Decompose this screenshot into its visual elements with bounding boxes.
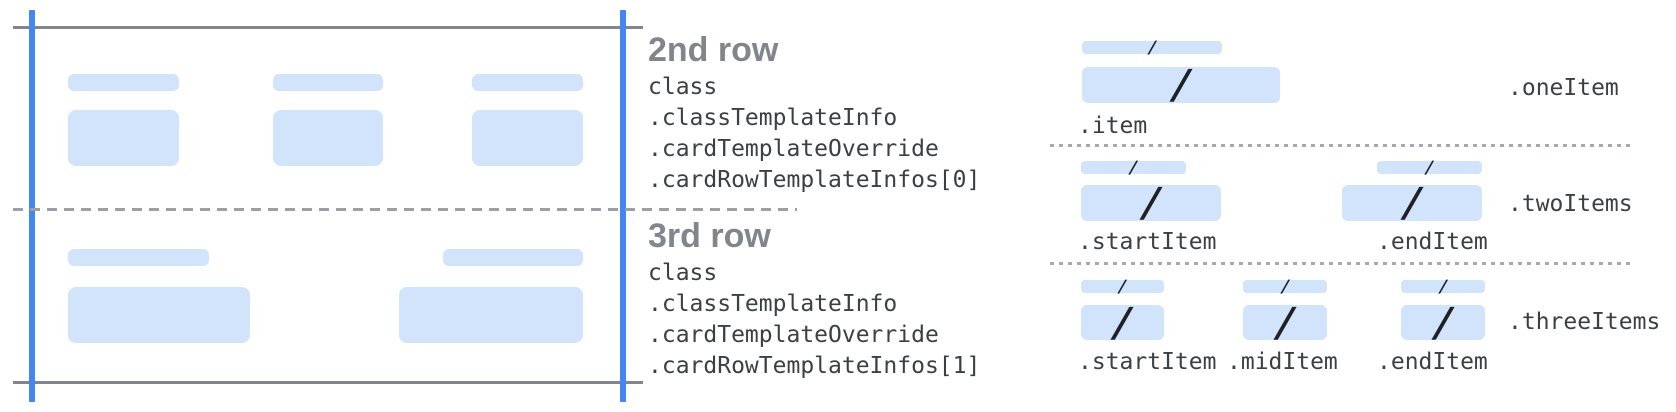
slash-glyph: / — [1270, 299, 1300, 346]
three-items-variant-label: .threeItems — [1508, 309, 1661, 335]
one-item-variant-label: .oneItem — [1508, 75, 1619, 101]
two-items-variant-label: .twoItems — [1508, 191, 1633, 217]
code-line: .cardTemplateOverride — [648, 136, 939, 162]
row2-heading: 2nd row — [648, 31, 779, 69]
item-value-bar: / — [1082, 62, 1280, 108]
item-ref-label: .item — [1078, 113, 1148, 139]
code-line: .cardTemplateOverride — [648, 322, 939, 348]
slash-glyph: / — [1428, 299, 1458, 346]
end-item-label-bar: / — [1377, 158, 1482, 178]
end-item-ref-label: .endItem — [1377, 349, 1488, 375]
row2-col2-value-placeholder — [273, 110, 383, 166]
mid-item-value-bar: / — [1243, 300, 1327, 346]
slash-glyph: / — [1127, 157, 1140, 178]
row2-col3-value-placeholder — [472, 110, 583, 166]
end-item-label-bar: / — [1401, 277, 1485, 297]
card-left-edge-guide — [29, 10, 35, 402]
row3-heading: 3rd row — [648, 217, 771, 255]
slash-glyph: / — [1278, 276, 1292, 297]
section-divider-dotted-line — [1050, 262, 1632, 265]
code-line: class — [648, 260, 718, 286]
row2-col3-label-placeholder — [472, 74, 583, 91]
slash-glyph: / — [1116, 276, 1129, 297]
start-item-value-bar: / — [1081, 300, 1164, 346]
row2-code-path: class .classTemplateInfo .cardTemplateOv… — [648, 72, 980, 196]
section-divider-dotted-line — [1050, 144, 1632, 147]
start-item-value-bar: / — [1081, 180, 1221, 226]
row-divider-dashed-line — [13, 208, 797, 211]
slash-glyph: / — [1423, 157, 1436, 178]
code-line: .classTemplateInfo — [648, 105, 898, 131]
row3-col2-label-placeholder — [443, 249, 583, 266]
row2-col2-label-placeholder — [273, 74, 383, 91]
start-item-label-bar: / — [1081, 277, 1164, 297]
mid-item-label-bar: / — [1243, 277, 1327, 297]
start-item-ref-label: .startItem — [1078, 349, 1217, 375]
end-item-value-bar: / — [1401, 300, 1485, 346]
code-line: class — [648, 74, 718, 100]
row2-col1-label-placeholder — [68, 74, 179, 91]
slash-glyph: / — [1108, 299, 1137, 346]
code-line: .cardRowTemplateInfos[1] — [648, 353, 981, 379]
slash-glyph: / — [1397, 180, 1427, 226]
row3-col1-value-placeholder — [68, 287, 250, 343]
card-right-edge-guide — [620, 10, 626, 402]
end-item-value-bar: / — [1342, 180, 1482, 226]
code-line: .cardRowTemplateInfos[0] — [648, 167, 981, 193]
slash-glyph: / — [1145, 37, 1159, 58]
card-bottom-border-line — [13, 381, 643, 384]
end-item-ref-label: .endItem — [1377, 229, 1488, 255]
slash-glyph: / — [1136, 180, 1166, 226]
code-line: .classTemplateInfo — [648, 291, 898, 317]
item-label-bar: / — [1082, 38, 1222, 58]
mid-item-ref-label: .midItem — [1227, 349, 1338, 375]
row3-col2-value-placeholder — [399, 287, 583, 343]
start-item-ref-label: .startItem — [1078, 229, 1217, 255]
start-item-label-bar: / — [1081, 158, 1186, 178]
slash-glyph: / — [1166, 62, 1196, 108]
card-top-border-line — [13, 26, 643, 29]
row2-col1-value-placeholder — [68, 110, 179, 166]
slash-glyph: / — [1436, 276, 1450, 297]
row3-code-path: class .classTemplateInfo .cardTemplateOv… — [648, 258, 980, 382]
row3-col1-label-placeholder — [68, 249, 209, 266]
